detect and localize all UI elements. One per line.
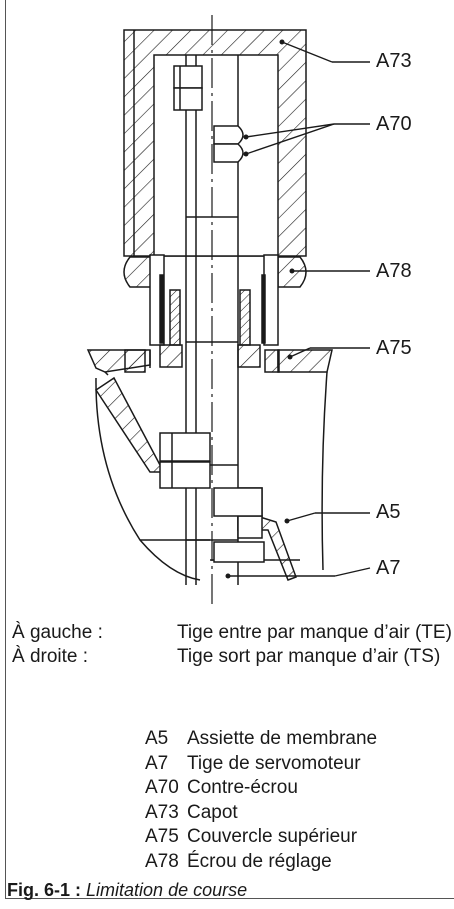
- mode-left-value: Tige entre par manque d’air (TE): [177, 622, 452, 643]
- figure-caption: Fig. 6-1 : Limitation de course: [7, 880, 247, 900]
- callout-a75: A75: [376, 337, 412, 359]
- callout-a7: A7: [376, 557, 401, 579]
- legend-code: A78: [145, 850, 179, 872]
- leader-a7: [225, 567, 371, 579]
- frame-left-rule: [5, 0, 6, 898]
- leader-a78: [289, 268, 370, 274]
- legend-code: A75: [145, 826, 179, 847]
- figure-caption-label: Fig. 6-1 :: [7, 880, 82, 900]
- mode-right-key: À droite :: [12, 646, 89, 667]
- legend-description: Écrou de réglage: [187, 850, 332, 872]
- callout-a73: A73: [376, 50, 412, 72]
- mode-left-key: À gauche :: [12, 622, 103, 643]
- legend-description: Couvercle supérieur: [187, 826, 358, 847]
- leader-a73: [279, 39, 370, 63]
- legend-code: A7: [145, 752, 169, 774]
- legend-description: Assiette de membrane: [187, 728, 378, 749]
- legend-description: Tige de servomoteur: [187, 752, 361, 774]
- legend-code: A70: [145, 777, 179, 798]
- frame-bottom-rule: [5, 898, 454, 899]
- locknuts-right-part: [213, 125, 265, 563]
- legend-description: Capot: [187, 801, 238, 823]
- legend-code: A73: [145, 801, 179, 823]
- mode-right-value: Tige sort par manque d’air (TS): [177, 646, 441, 667]
- legend-description: Contre-écrou: [187, 777, 298, 798]
- leader-a5: [284, 512, 370, 524]
- leader-a75: [287, 347, 370, 360]
- figure-caption-title: Limitation de course: [86, 880, 248, 900]
- leader-a70: [243, 123, 370, 157]
- callout-a5: A5: [376, 501, 401, 523]
- upper-cover-part: [86, 344, 333, 571]
- locknuts-left-part: [159, 65, 211, 489]
- stroke-limiter-drawing: [86, 15, 371, 605]
- legend-code: A5: [145, 728, 169, 749]
- callout-a78: A78: [376, 260, 412, 282]
- threaded-sleeve-part: [149, 254, 279, 346]
- callout-a70: A70: [376, 113, 412, 135]
